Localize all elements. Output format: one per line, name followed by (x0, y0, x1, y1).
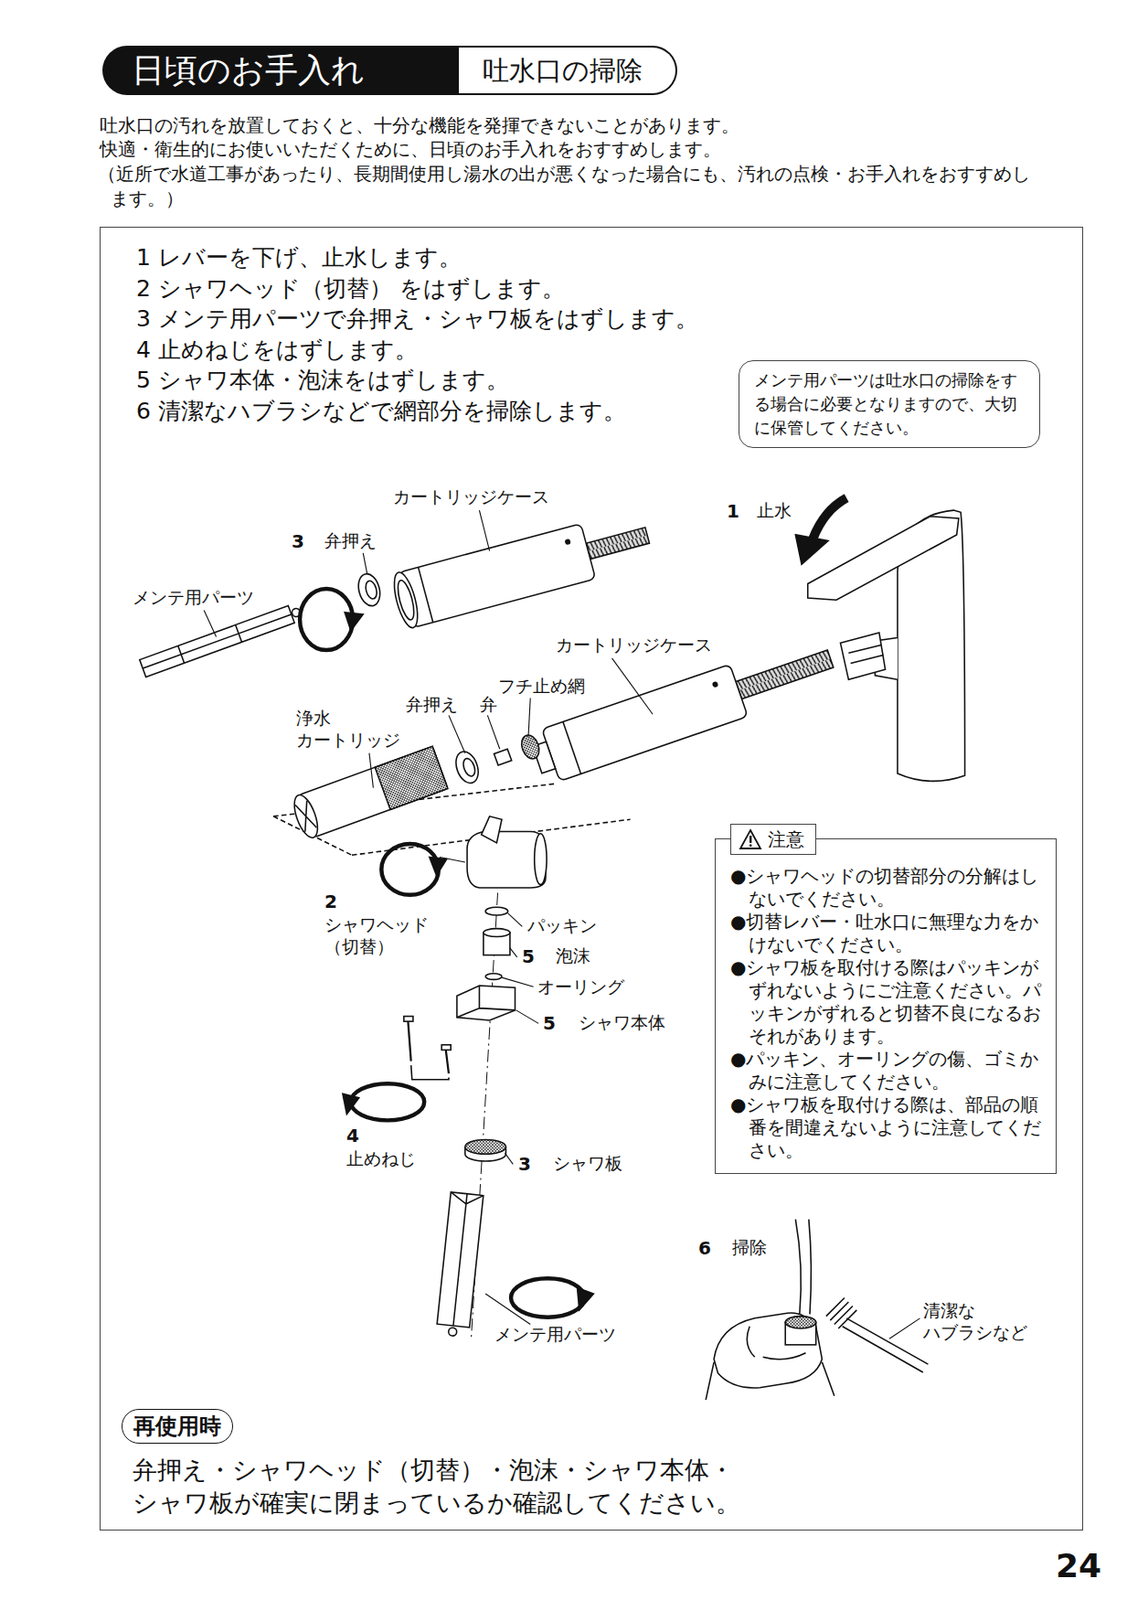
spout-parts (457, 906, 516, 1021)
part-label: 掃除 (732, 1236, 767, 1259)
callout-number: 1 (726, 499, 740, 523)
warning-icon (738, 828, 763, 851)
part-label: オーリング (537, 976, 625, 999)
callout-number: 2 (324, 890, 338, 914)
caution-bullet: ●パッキン、オーリングの傷、ゴミかみに注意してください。 (730, 1047, 1042, 1094)
step-text: 1 レバーを下げ、止水します。 (136, 242, 1083, 274)
part-label: 止めねじ (346, 1148, 416, 1170)
caution-tab: 注意 (730, 823, 817, 855)
note-text: メンテ用パーツは吐水口の掃除をする場合に必要となりますので、大切に保管してくださ… (754, 368, 1025, 440)
note-bubble: メンテ用パーツは吐水口の掃除をする場合に必要となりますので、大切に保管してくださ… (738, 360, 1041, 448)
title: 日頃のお手入れ (131, 51, 365, 89)
cartridge-case (528, 632, 840, 786)
part-label: シャワ板 (552, 1152, 623, 1175)
maintenance-tool (435, 1191, 484, 1338)
part-label: 止水 (756, 499, 792, 522)
intro-text: （近所で水道工事があったり、長期間使用し湯水の出が悪くなった場合にも、汚れの点検… (97, 161, 1044, 212)
caution-heading: 注意 (767, 826, 805, 852)
rotate-arrow (510, 1277, 594, 1317)
caution-bullet: ●シャワ板を取付ける際はパッキンがずれないようにご注意ください。パッキンがずれる… (730, 956, 1042, 1048)
caution-bullet: ●シャワ板を取付ける際は、部品の順番を間違えないように注意してください。 (730, 1093, 1042, 1162)
part-label: 弁押え (324, 530, 377, 553)
maintenance-tool (139, 602, 304, 677)
page-number: 24 (1055, 1544, 1102, 1586)
part-label: フチ止め網 (498, 675, 585, 698)
part-label: メンテ用パーツ (494, 1323, 617, 1346)
part-label: シャワヘッド （切替） (324, 913, 453, 957)
section-tab: 吐水口の掃除 (458, 45, 678, 96)
part-label: カートリッジケース (393, 486, 550, 509)
part-label: 泡沫 (555, 945, 591, 968)
part-label: 清潔な ハブラシなど (923, 1298, 1052, 1343)
callout-number: 5 (521, 945, 535, 968)
caution-bullet: ●切替レバー・吐水口に無理な力をかけないでください。 (730, 910, 1042, 957)
caution-bullet: ●シャワヘッドの切替部分の分解はしないでください。 (730, 864, 1042, 911)
rotate-arrow (381, 843, 447, 895)
step-text: 2 シャワヘッド（切替） をはずします。 (136, 273, 1083, 305)
intro-text: 快適・衛生的にお使いいただくために、日頃のお手入れをおすすめします。 (99, 138, 722, 161)
cleaning-hand (705, 1219, 928, 1401)
reuse-tag: 再使用時 (121, 1408, 234, 1444)
shower-head (467, 816, 547, 888)
callout-number: 5 (542, 1011, 556, 1035)
valve-holder (355, 571, 384, 608)
rotate-arrow (299, 588, 363, 650)
filter-cartridge (289, 745, 448, 840)
callout-number: 4 (346, 1124, 360, 1148)
caution-box: 注意●シャワヘッドの切替部分の分解はしないでください。●切替レバー・吐水口に無理… (714, 838, 1057, 1174)
warning-triangle (738, 828, 763, 851)
rotate-arrow (342, 1083, 425, 1120)
tag-text: 再使用時 (133, 1413, 222, 1439)
intro-text: 吐水口の汚れを放置しておくと、十分な機能を発揮できないことがあります。 (99, 114, 740, 138)
cartridge-case (389, 507, 655, 630)
reuse-note: 弁押え・シャワヘッド（切替）・泡沫・シャワ本体・シャワ板が確実に閉まっているか確… (132, 1453, 1056, 1520)
part-label: メンテ用パーツ (132, 586, 255, 609)
part-label: パッキン (527, 914, 597, 937)
callout-number: 3 (291, 530, 305, 553)
faucet (808, 510, 966, 781)
step-text: 3 メンテ用パーツで弁押え・シャワ板をはずします。 (136, 303, 1083, 335)
shower-plate (465, 1139, 507, 1161)
part-label: 弁 (479, 693, 498, 716)
callout-number: 3 (518, 1152, 532, 1176)
part-label: 弁押え (405, 693, 458, 716)
part-label: シャワ本体 (578, 1011, 666, 1034)
part-label: カートリッジケース (555, 634, 713, 657)
stop-arrow (795, 498, 847, 565)
screws (404, 1016, 451, 1080)
callout-number: 6 (698, 1236, 712, 1260)
section-name: 吐水口の掃除 (482, 54, 643, 86)
title-band: 日頃のお手入れ (102, 45, 459, 96)
